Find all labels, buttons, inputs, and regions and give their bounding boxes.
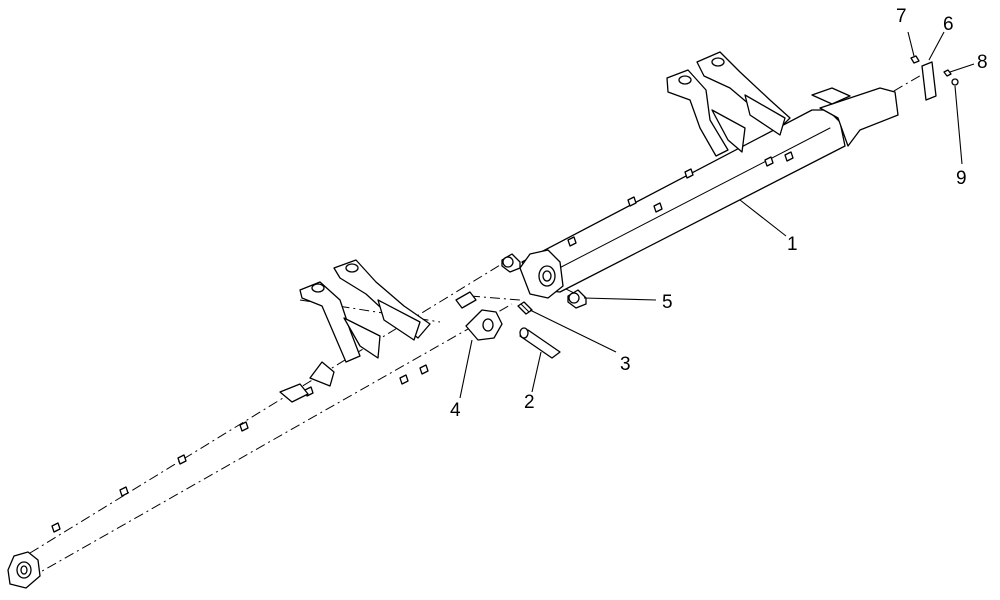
callout-4: 4	[450, 400, 461, 421]
callout-labels: 1 2 3 4 5 6 7 8 9	[450, 6, 988, 421]
callout-2: 2	[524, 392, 535, 413]
part-6-plate	[921, 61, 937, 101]
part-3-bolt	[517, 301, 533, 315]
callout-3: 3	[620, 354, 631, 375]
shank-assembly-lower	[279, 259, 431, 403]
callout-6: 6	[943, 14, 954, 35]
main-beam-far	[7, 364, 429, 589]
callout-5: 5	[662, 292, 673, 313]
callout-1: 1	[787, 234, 798, 255]
callout-8: 8	[977, 52, 988, 73]
part-9-washer	[951, 78, 959, 86]
callout-7: 7	[896, 6, 907, 27]
part-2-pin	[519, 327, 561, 359]
part-7-bolt	[910, 55, 920, 64]
main-beam-near	[519, 87, 899, 299]
part-4-clamp-bracket	[455, 291, 503, 341]
part-8-nut	[943, 69, 952, 77]
leader-lines	[459, 31, 975, 399]
part-5-bushings	[501, 253, 587, 309]
callout-9: 9	[956, 168, 967, 189]
shank-assembly-upper	[666, 51, 791, 157]
